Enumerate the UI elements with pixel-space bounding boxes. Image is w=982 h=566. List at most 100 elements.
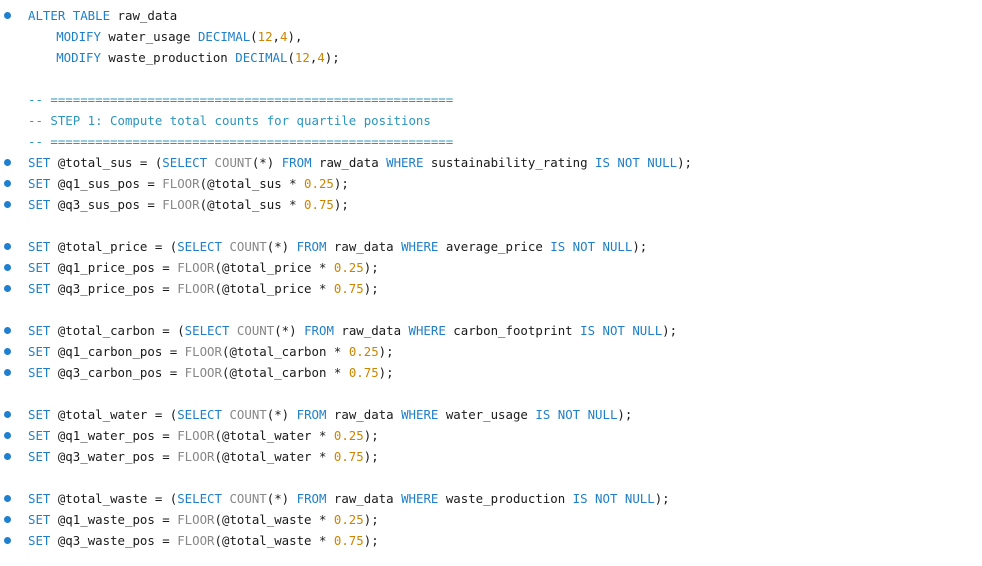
token-ident: waste_production [100, 50, 236, 65]
code-line-text: SET @q3_waste_pos = FLOOR(@total_waste *… [28, 530, 379, 551]
token-kw: FROM [296, 407, 327, 422]
token-kw: SET [28, 239, 51, 254]
token-ident: average_price [438, 239, 551, 254]
code-line[interactable]: MODIFY water_usage DECIMAL(12,4), [0, 26, 982, 47]
code-line[interactable]: SET @total_waste = (SELECT COUNT(*) FROM… [0, 488, 982, 509]
token-ident: raw_data [326, 407, 402, 422]
token-punc: ); [617, 407, 633, 422]
breakpoint-dot-icon[interactable] [4, 411, 11, 418]
breakpoint-dot-icon[interactable] [4, 348, 11, 355]
token-punc: ), [287, 29, 303, 44]
token-punc: (*) [266, 239, 297, 254]
breakpoint-dot-icon[interactable] [4, 495, 11, 502]
token-kw: SELECT [162, 155, 208, 170]
breakpoint-dot-icon[interactable] [4, 264, 11, 271]
token-ident: raw_data [326, 491, 402, 506]
code-line[interactable]: SET @total_sus = (SELECT COUNT(*) FROM r… [0, 152, 982, 173]
token-kw: SET [28, 449, 51, 464]
token-ident: @q1_price_pos = [50, 260, 178, 275]
token-kw: IS NOT NULL [572, 491, 655, 506]
token-kw: IS NOT NULL [550, 239, 633, 254]
code-line[interactable] [0, 299, 982, 320]
token-kw: SET [28, 281, 51, 296]
code-line[interactable] [0, 215, 982, 236]
breakpoint-dot-icon[interactable] [4, 243, 11, 250]
token-ident: @q3_carbon_pos = [50, 365, 185, 380]
code-line[interactable]: SET @total_water = (SELECT COUNT(*) FROM… [0, 404, 982, 425]
code-line[interactable] [0, 68, 982, 89]
token-ident: @q1_waste_pos = [50, 512, 178, 527]
code-line-text: SET @q3_sus_pos = FLOOR(@total_sus * 0.7… [28, 194, 349, 215]
token-ident: @q1_water_pos = [50, 428, 178, 443]
code-line[interactable]: SET @q1_carbon_pos = FLOOR(@total_carbon… [0, 341, 982, 362]
token-ident: @total_waste = ( [50, 491, 178, 506]
token-punc: , [309, 50, 318, 65]
breakpoint-dot-icon[interactable] [4, 369, 11, 376]
token-ident: (@total_sus * [199, 176, 305, 191]
breakpoint-dot-icon[interactable] [4, 453, 11, 460]
code-line[interactable]: -- =====================================… [0, 131, 982, 152]
code-line[interactable]: ALTER TABLE raw_data [0, 5, 982, 26]
code-line[interactable]: -- STEP 1: Compute total counts for quar… [0, 110, 982, 131]
code-line-text: SET @q1_water_pos = FLOOR(@total_water *… [28, 425, 379, 446]
code-line[interactable]: SET @q1_water_pos = FLOOR(@total_water *… [0, 425, 982, 446]
token-punc: ); [363, 428, 379, 443]
token-punc: (*) [266, 491, 297, 506]
code-line[interactable]: SET @q3_waste_pos = FLOOR(@total_waste *… [0, 530, 982, 551]
token-punc: ); [363, 512, 379, 527]
code-line[interactable]: SET @q1_price_pos = FLOOR(@total_price *… [0, 257, 982, 278]
code-line-text: SET @total_carbon = (SELECT COUNT(*) FRO… [28, 320, 677, 341]
token-fn: FLOOR [177, 281, 215, 296]
code-line-text: SET @total_waste = (SELECT COUNT(*) FROM… [28, 488, 670, 509]
breakpoint-dot-icon[interactable] [4, 432, 11, 439]
code-line-text: SET @q1_carbon_pos = FLOOR(@total_carbon… [28, 341, 394, 362]
editor-gutter[interactable] [0, 0, 20, 566]
token-num: 0.25 [333, 512, 364, 527]
token-fn: COUNT [229, 407, 267, 422]
code-line[interactable]: SET @q3_sus_pos = FLOOR(@total_sus * 0.7… [0, 194, 982, 215]
token-kw: DECIMAL [235, 50, 288, 65]
breakpoint-dot-icon[interactable] [4, 516, 11, 523]
breakpoint-dot-icon[interactable] [4, 537, 11, 544]
token-punc: ); [363, 260, 379, 275]
token-kw: SET [28, 365, 51, 380]
token-fn: FLOOR [177, 260, 215, 275]
token-ident: sustainability_rating [423, 155, 596, 170]
code-line[interactable] [0, 383, 982, 404]
code-line[interactable]: SET @q3_price_pos = FLOOR(@total_price *… [0, 278, 982, 299]
token-kw: WHERE [401, 491, 439, 506]
code-line[interactable]: -- =====================================… [0, 89, 982, 110]
code-line[interactable]: MODIFY waste_production DECIMAL(12,4); [0, 47, 982, 68]
token-fn: COUNT [229, 239, 267, 254]
token-kw: WHERE [408, 323, 446, 338]
breakpoint-dot-icon[interactable] [4, 285, 11, 292]
breakpoint-dot-icon[interactable] [4, 12, 11, 19]
token-punc [207, 155, 214, 170]
token-punc: (*) [266, 407, 297, 422]
token-ident: water_usage [100, 29, 198, 44]
token-ident: (@total_waste * [214, 533, 334, 548]
breakpoint-dot-icon[interactable] [4, 201, 11, 208]
token-kw: SELECT [177, 239, 222, 254]
code-line[interactable]: SET @q3_carbon_pos = FLOOR(@total_carbon… [0, 362, 982, 383]
code-line[interactable]: SET @q1_waste_pos = FLOOR(@total_waste *… [0, 509, 982, 530]
token-num: 4 [317, 50, 325, 65]
breakpoint-dot-icon[interactable] [4, 159, 11, 166]
token-num: 0.75 [304, 197, 334, 212]
code-line[interactable]: SET @total_price = (SELECT COUNT(*) FROM… [0, 236, 982, 257]
token-fn: FLOOR [184, 365, 222, 380]
code-line[interactable]: SET @q3_water_pos = FLOOR(@total_water *… [0, 446, 982, 467]
token-ident: @q3_price_pos = [50, 281, 178, 296]
code-line[interactable] [0, 467, 982, 488]
token-punc: ); [333, 197, 349, 212]
token-kw: DECIMAL [197, 29, 251, 44]
code-line[interactable]: SET @total_carbon = (SELECT COUNT(*) FRO… [0, 320, 982, 341]
breakpoint-dot-icon[interactable] [4, 180, 11, 187]
token-ident: @total_sus = ( [50, 155, 163, 170]
token-kw: IS NOT NULL [580, 323, 663, 338]
token-ident: (@total_carbon * [221, 365, 349, 380]
breakpoint-dot-icon[interactable] [4, 327, 11, 334]
code-line[interactable]: SET @q1_sus_pos = FLOOR(@total_sus * 0.2… [0, 173, 982, 194]
